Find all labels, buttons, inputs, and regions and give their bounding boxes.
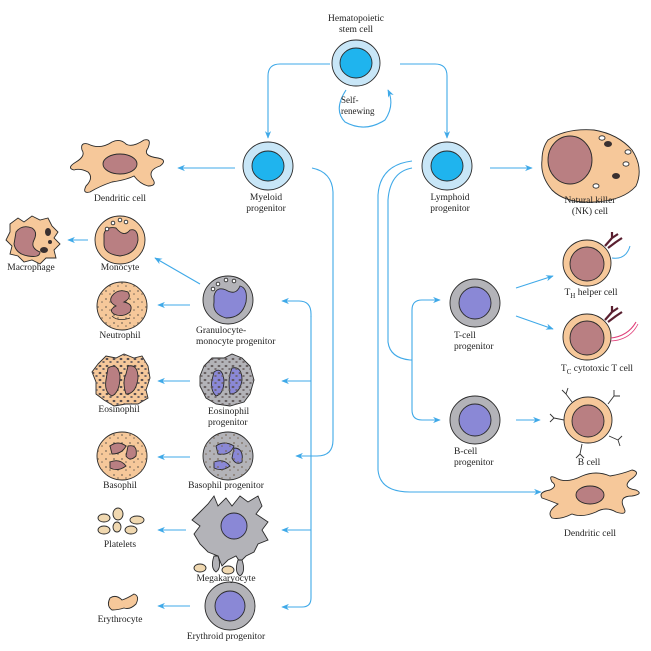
lymphoid-inner-line (387, 167, 413, 361)
neutrophil-label: Neutrophil (99, 331, 141, 341)
tcell-progenitor-label-line1: T-cell (454, 331, 476, 341)
stem-cell-label-line2: stem cell (338, 25, 374, 35)
bracket-vertical (281, 316, 312, 611)
gm-progenitor-label-line1: Granulocyte- (196, 326, 247, 336)
megakaryocyte-cell (191, 495, 269, 577)
lymphoid-progenitor-label-line2: progenitor (430, 204, 470, 214)
bcell-label: B cell (577, 458, 601, 468)
basophil-cell (96, 431, 148, 481)
gm-progenitor-label-line2: monocyte progenitor (196, 337, 276, 347)
bcell-progenitor-label-line2: progenitor (454, 458, 494, 468)
nk-cell-label-line2: (NK) cell (571, 207, 609, 217)
neutrophil-cell (96, 281, 148, 331)
arrow-to-tcell-progenitor (411, 296, 441, 360)
arrow-to-bcell-progenitor (411, 360, 441, 424)
myeloid-trunk (295, 167, 334, 460)
eos-progenitor-label-line2: progenitor (208, 418, 248, 428)
monocyte-label: Monocyte (100, 263, 140, 273)
nk-cell-label-line1: Natural killer (564, 196, 616, 206)
arrow-stem-to-lymphoid (400, 63, 451, 139)
myeloid-progenitor-label: Myeloid progenitor (246, 193, 286, 215)
lymphoid-progenitor-label-line1: Lymphoid (430, 193, 470, 203)
nk-cell-label: Natural killer (NK) cell (565, 196, 616, 218)
tc-cytotoxic-cell (562, 306, 639, 361)
dendritic-cell-lymphoid (540, 469, 640, 519)
baso-progenitor-label: Basophil progenitor (188, 481, 264, 491)
th-prefix: T (564, 288, 571, 298)
eosinophil-cell (91, 353, 151, 407)
th-rest: helper cell (575, 288, 618, 298)
th-helper-cell (562, 232, 631, 287)
erythrocyte-label: Erythrocyte (97, 615, 143, 625)
arrow-to-gm-progenitor (281, 297, 312, 317)
lymphoid-progenitor-cell (421, 141, 473, 191)
megakaryocyte-label: Megakaryocyte (196, 574, 256, 584)
dendritic-cell-label-left: Dendritic cell (94, 194, 146, 204)
dendritic-cell-myeloid (70, 139, 164, 193)
self-renewing-line2: renewing (341, 106, 375, 116)
myeloid-progenitor-label-line2: progenitor (246, 204, 286, 214)
nk-cell (541, 129, 640, 203)
arrow-to-tc (515, 315, 554, 330)
self-renewing-loop (338, 89, 394, 128)
arrow-gm-to-monocyte (154, 257, 201, 285)
arrow-stem-to-myeloid (264, 63, 330, 139)
flow-lines (67, 63, 554, 611)
self-renewing-line1: Self- (341, 95, 359, 105)
stem-cell-label: Hematopoietic stem cell (328, 14, 384, 36)
bcell-progenitor-label: B-cell progenitor (454, 447, 494, 469)
eosinophil-label: Eosinophil (98, 405, 140, 415)
tcell-progenitor-label-line2: progenitor (454, 342, 494, 352)
tc-rest: cytotoxic T cell (571, 364, 634, 374)
lymphoid-outer-line (377, 160, 542, 496)
tc-subscript: C (566, 367, 572, 376)
stem-cell-label-line1: Hematopoietic (328, 14, 384, 24)
erythrocyte-cell (107, 593, 139, 611)
th-subscript: H (570, 291, 576, 300)
self-renewing-label: Self- renewing (341, 95, 375, 117)
monocyte-cell (94, 215, 146, 265)
basophil-label: Basophil (103, 481, 137, 491)
eos-progenitor-label-line1: Eosinophil (208, 407, 250, 417)
platelets-label: Platelets (103, 540, 137, 550)
hematopoietic-stem-cell (331, 39, 381, 87)
tcell-progenitor-cell (449, 278, 501, 328)
dendritic-cell-label-right: Dendritic cell (564, 529, 616, 539)
tcell-progenitor-label: T-cell progenitor (454, 331, 494, 353)
tc-cytotoxic-label: TC cytotoxic T cell (561, 364, 633, 378)
eos-progenitor-label: Eosinophil progenitor (208, 407, 249, 429)
tc-prefix: T (560, 364, 567, 374)
platelets (97, 507, 145, 535)
macrophage-label: Macrophage (7, 263, 55, 273)
bcell-progenitor-label-line1: B-cell (454, 447, 478, 457)
myeloid-progenitor-label-line1: Myeloid (249, 193, 283, 203)
macrophage-cell (5, 215, 61, 265)
gm-progenitor-label: Granulocyte- monocyte progenitor (196, 326, 275, 348)
arrow-to-th (515, 275, 554, 289)
bcell-progenitor-cell (449, 395, 501, 445)
granulocyte-monocyte-progenitor-cell (202, 275, 254, 325)
th-helper-label: TH helper cell (564, 288, 617, 302)
b-cell (549, 387, 623, 459)
erythroid-progenitor-cell (204, 581, 256, 631)
eosinophil-progenitor-cell (199, 353, 255, 407)
erythroid-progenitor-label: Erythroid progenitor (186, 632, 266, 642)
lymphoid-progenitor-label: Lymphoid progenitor (430, 193, 470, 215)
myeloid-progenitor-cell (242, 141, 294, 191)
basophil-progenitor-cell (202, 431, 254, 481)
